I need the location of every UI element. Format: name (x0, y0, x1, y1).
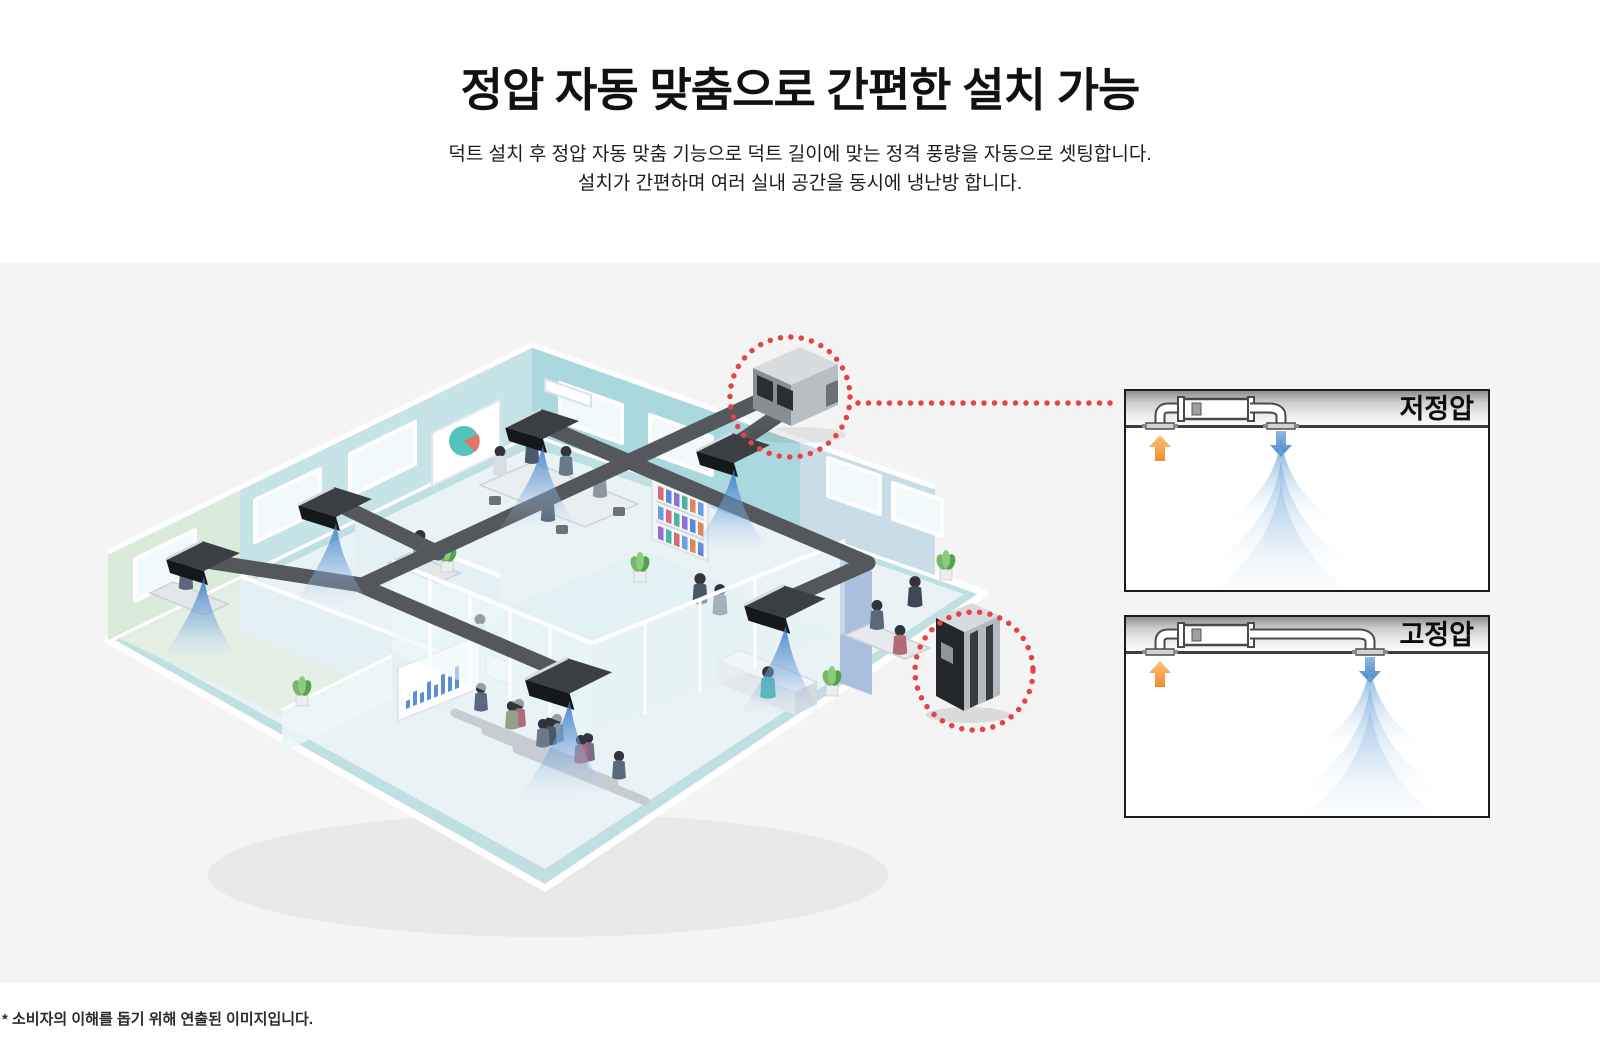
airflow-cone-icon (1190, 439, 1372, 590)
duct-network (204, 388, 876, 679)
window (133, 420, 417, 603)
supply-duct-unit (750, 347, 846, 443)
intake-arrow-up-icon (1149, 435, 1171, 461)
blue-accent-wall (840, 559, 872, 695)
wall-ac-unit (544, 377, 592, 409)
duct-unit-icon (1141, 623, 1389, 655)
duct-run (537, 418, 876, 604)
airflow-cone-icon (1279, 665, 1461, 816)
highlight-circle-outdoor-unit (912, 609, 1036, 733)
panel-label-high-static: 고정압 (1399, 620, 1474, 650)
duct-run (352, 577, 568, 679)
panel-label-low-static: 저정압 (1399, 394, 1474, 424)
intake-arrow-up-icon (1149, 661, 1171, 687)
bookshelf (651, 475, 709, 563)
high-static-pressure-diagram (1126, 617, 1488, 816)
page-subtitle: 덕트 설치 후 정압 자동 맞춤 기능으로 덕트 길이에 맞는 정격 풍량을 자… (0, 140, 1600, 198)
outdoor-unit (926, 603, 1010, 723)
illustration-stage: 저정압 고정압 (0, 263, 1600, 983)
panel-high-static-pressure: 고정압 (1124, 615, 1490, 818)
duct-run (338, 500, 446, 561)
low-static-pressure-diagram (1126, 391, 1488, 590)
highlight-circle-supply-unit (727, 334, 853, 460)
page-title: 정압 자동 맞춤으로 간편한 설치 가능 (460, 64, 1141, 116)
office-isometric-illustration (104, 334, 1123, 937)
duct-unit-icon (1141, 397, 1300, 429)
subtitle-line-1: 덕트 설치 후 정압 자동 맞춤 기능으로 덕트 길이에 맞는 정격 풍량을 자… (448, 144, 1152, 165)
panel-low-static-pressure: 저정압 (1124, 389, 1490, 592)
highlight-overlays (727, 334, 1123, 733)
subtitle-line-2: 설치가 간편하며 여러 실내 공간을 동시에 냉난방 합니다. (577, 173, 1023, 194)
footnote: * 소비자의 이해를 돕기 위해 연출된 이미지입니다. (2, 1011, 314, 1028)
